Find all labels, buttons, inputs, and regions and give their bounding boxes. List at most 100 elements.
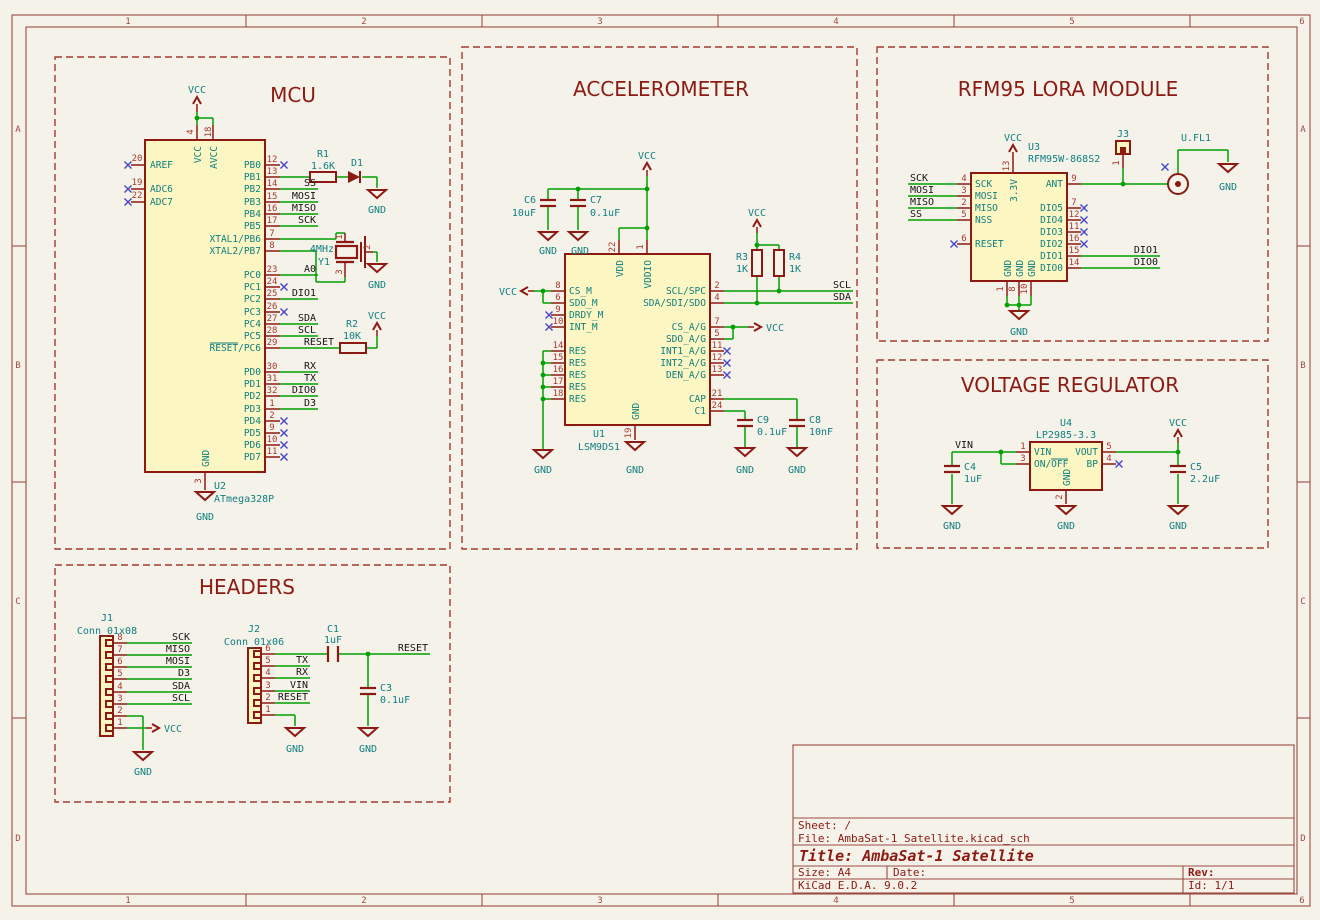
- net-label[interactable]: DIO1: [292, 288, 316, 299]
- gnd-label: GND: [368, 205, 386, 216]
- connector-j1[interactable]: 8 7 6 5 4 3 2 1 J1 Conn_01x08: [77, 613, 137, 737]
- gnd-label: GND: [1057, 521, 1075, 532]
- capacitor-c1[interactable]: C1 1uF: [324, 624, 342, 662]
- net-label[interactable]: SS: [304, 178, 316, 189]
- net-label[interactable]: DIO0: [292, 385, 316, 396]
- section-headers: 8 7 6 5 4 3 2 1 J1 Conn_01x08 SCK MISO M…: [77, 613, 430, 778]
- net-label[interactable]: DIO0: [1134, 257, 1158, 268]
- pin-name: PD7: [244, 452, 261, 463]
- capacitor-c8[interactable]: C8 10nF: [789, 415, 833, 438]
- net-label[interactable]: MOSI: [292, 191, 316, 202]
- pin-num: 4: [961, 174, 966, 184]
- net-label[interactable]: MISO: [292, 203, 316, 214]
- net-label[interactable]: SCL: [298, 325, 316, 336]
- rfm-chip[interactable]: 13 3.3V 4 3 2 5 6 SCK MOSI MISO NSS RESE…: [957, 142, 1100, 296]
- crystal-y1[interactable]: 1 2 3 4MHz Y1: [310, 233, 373, 277]
- net-label[interactable]: DIO1: [1134, 245, 1158, 256]
- capacitor-c6[interactable]: C6 10uF: [512, 195, 556, 219]
- net-label[interactable]: SS: [910, 209, 922, 220]
- gnd-symbol: GND: [1054, 505, 1078, 532]
- vcc-symbol: VCC: [368, 311, 386, 336]
- tb-sheet: Sheet: /: [798, 819, 851, 832]
- pin-name: RES: [569, 382, 586, 393]
- frame-row-label: C: [15, 597, 20, 607]
- net-label[interactable]: MISO: [166, 644, 190, 655]
- net-label[interactable]: SCL: [833, 280, 851, 291]
- vcc-label: VCC: [748, 208, 766, 219]
- pin-num: 9: [269, 423, 274, 433]
- net-label[interactable]: RESET: [278, 692, 308, 703]
- net-label[interactable]: D3: [304, 398, 316, 409]
- net-label[interactable]: SDA: [172, 681, 190, 692]
- capacitor-c9[interactable]: C9 0.1uF: [737, 415, 787, 438]
- part-value: Conn_01x08: [77, 626, 137, 637]
- net-label[interactable]: MOSI: [910, 185, 934, 196]
- section-rfm: 13 3.3V 4 3 2 5 6 SCK MOSI MISO NSS RESE…: [908, 129, 1240, 338]
- vcc-symbol: VCC: [188, 85, 206, 112]
- ref-des: U3: [1028, 142, 1040, 153]
- net-label[interactable]: VIN: [955, 440, 973, 451]
- capacitor-c7[interactable]: C7 0.1uF: [570, 195, 620, 219]
- net-label[interactable]: SCL: [172, 693, 190, 704]
- connector-j3[interactable]: 1 J3: [1112, 129, 1131, 168]
- net-label[interactable]: TX: [296, 655, 308, 666]
- pin-name: 3.3V: [1009, 179, 1020, 202]
- vcc-label: VCC: [1169, 418, 1187, 429]
- pin-num: 21: [712, 389, 723, 399]
- resistor-r3[interactable]: R3 1K: [736, 249, 763, 277]
- gnd-symbol: GND: [1216, 163, 1240, 193]
- pin-num: 16: [553, 365, 564, 375]
- connector-j2[interactable]: 6 5 4 3 2 1 J2 Conn_01x06: [224, 624, 284, 724]
- pin-num: 24: [712, 401, 723, 411]
- resistor-r4[interactable]: R4 1K: [773, 249, 801, 277]
- net-label[interactable]: RX: [304, 361, 316, 372]
- antenna-ufl1[interactable]: U.FL1: [1161, 133, 1212, 195]
- net-label[interactable]: RX: [296, 667, 308, 678]
- diode-d1[interactable]: D1: [348, 158, 363, 183]
- resistor-r2[interactable]: R2 10K: [339, 319, 367, 354]
- net-label[interactable]: RESET: [304, 337, 334, 348]
- section-title-rfm: RFM95 LORA MODULE: [958, 77, 1179, 101]
- net-label[interactable]: TX: [304, 373, 316, 384]
- net-label[interactable]: VIN: [290, 680, 308, 691]
- pin-num: 16: [267, 204, 278, 214]
- pin-num: 16: [1069, 234, 1080, 244]
- pin-num: 27: [267, 314, 278, 324]
- capacitor-c4[interactable]: C4 1uF: [944, 462, 982, 485]
- accel-chip[interactable]: 22 1 VDD VDDIO 8 6 9 10 14 15 16 17 18 C…: [551, 240, 724, 453]
- capacitor-c3[interactable]: C3 0.1uF: [360, 683, 410, 706]
- net-label[interactable]: SDA: [833, 292, 851, 303]
- ref-des: C1: [327, 624, 339, 635]
- pin-num: 2: [714, 281, 719, 291]
- vreg-chip[interactable]: 1 3 VIN ON/OFF 5 4 VOUT BP 2 GND U4 LP29…: [1016, 418, 1116, 504]
- rfm-wires: [908, 149, 1229, 310]
- pin-num: 3: [117, 694, 122, 704]
- net-label[interactable]: SCK: [172, 632, 190, 643]
- frame-col-label: 1: [125, 896, 130, 906]
- net-label[interactable]: RESET: [398, 643, 428, 654]
- net-label[interactable]: SCK: [910, 173, 928, 184]
- pin-num: 20: [132, 154, 143, 164]
- pin-name: NSS: [975, 215, 992, 226]
- capacitor-c5[interactable]: C5 2.2uF: [1170, 462, 1220, 485]
- gnd-symbol: GND: [733, 447, 757, 476]
- pin-num: 8: [269, 241, 274, 251]
- mcu-chip[interactable]: 4 18 VCC AVCC 20 19 22 AREF ADC6 ADC7 12…: [131, 125, 280, 505]
- pin-num: 15: [553, 353, 564, 363]
- net-label[interactable]: A0: [304, 264, 316, 275]
- net-label[interactable]: SCK: [298, 215, 316, 226]
- pin-num: 6: [265, 644, 270, 654]
- frame-row-label: B: [15, 361, 20, 371]
- vreg-wires: [951, 443, 1181, 504]
- net-label[interactable]: SDA: [298, 313, 316, 324]
- net-label[interactable]: MOSI: [166, 656, 190, 667]
- net-label[interactable]: D3: [178, 668, 190, 679]
- resistor-r1[interactable]: R1 1.6K: [309, 149, 337, 183]
- headers-wires: [127, 642, 430, 750]
- pin-name: GND: [1027, 260, 1038, 277]
- ref-des: R3: [736, 252, 748, 263]
- pin-name: VIN: [1034, 447, 1051, 458]
- net-label[interactable]: MISO: [910, 197, 934, 208]
- section-title-mcu: MCU: [270, 83, 316, 107]
- gnd-symbol: GND: [283, 727, 307, 755]
